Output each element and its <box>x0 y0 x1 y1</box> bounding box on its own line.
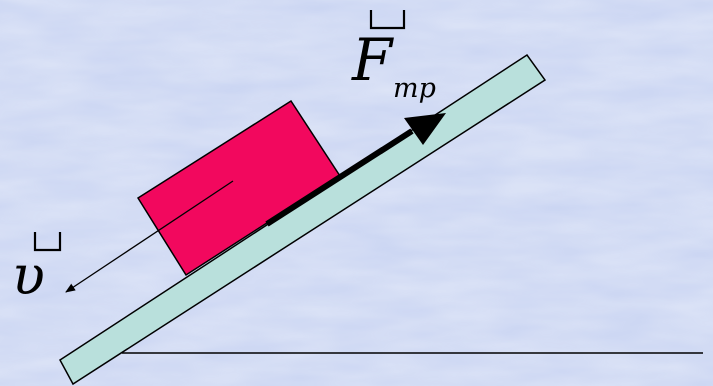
velocity-symbol: υ <box>12 244 45 307</box>
vector-arrow-icon <box>369 10 406 30</box>
friction-force-symbol: F <box>351 26 394 94</box>
friction-force-label: F mp <box>351 10 436 104</box>
friction-force-vector <box>265 128 414 227</box>
velocity-label: υ <box>12 232 62 307</box>
velocity-vector <box>65 180 234 293</box>
friction-force-subscript: mp <box>393 73 436 104</box>
friction-force-arrowhead <box>404 113 446 145</box>
vector-arrow-icon <box>33 232 62 252</box>
